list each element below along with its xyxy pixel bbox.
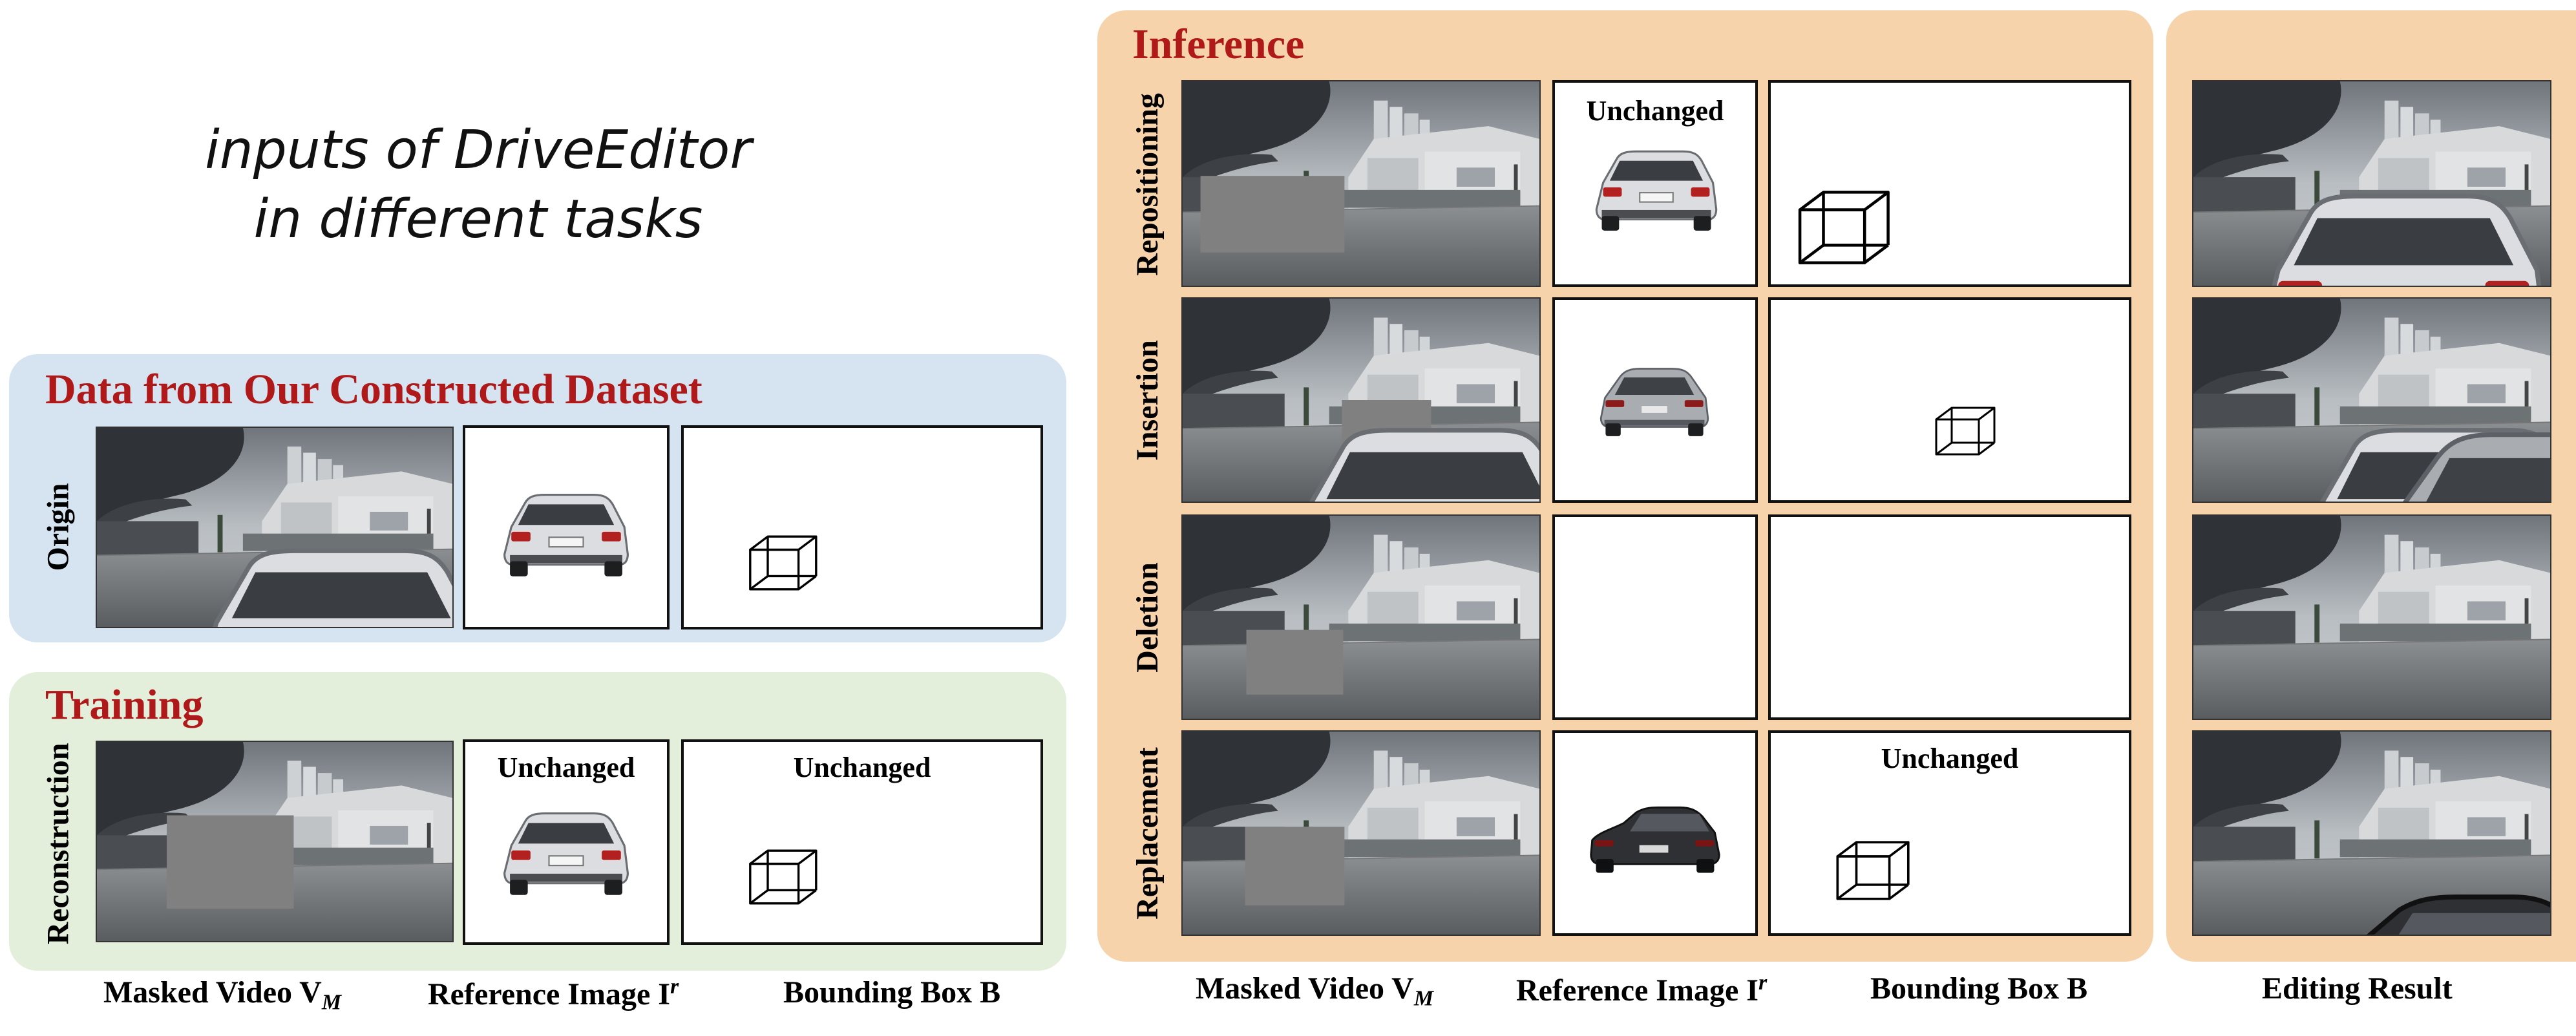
caption-editing-result: Editing Result [2262, 971, 2453, 1006]
repositioning-bounding-box [1768, 80, 2131, 287]
reconstruction-ref-label: Unchanged [497, 752, 635, 783]
inference-panel-title: Inference [1132, 21, 1305, 68]
reconstruction-masked-video [96, 741, 454, 942]
insertion-bounding-box [1768, 297, 2131, 503]
intro-text: inputs of DriveEditor in different tasks [155, 116, 801, 254]
reconstruction-reference-image: Unchanged [463, 739, 670, 945]
replacement-bounding-box: Unchanged [1768, 730, 2131, 936]
repositioning-masked-video [1181, 80, 1541, 287]
deletion-bounding-box [1768, 514, 2131, 720]
origin-row-label: Origin [41, 482, 76, 571]
caption-bounding-box-left: Bounding Box B [783, 975, 1001, 1010]
deletion-reference-image [1552, 514, 1758, 720]
origin-reference-image [463, 425, 670, 629]
repositioning-row-label: Repositioning [1130, 92, 1165, 276]
repositioning-ref-label: Unchanged [1586, 95, 1724, 127]
caption-masked-video-right: Masked Video VM [1196, 971, 1434, 1011]
training-panel-title: Training [45, 681, 204, 728]
deletion-row-label: Deletion [1130, 562, 1165, 673]
insertion-row-label: Insertion [1130, 339, 1165, 461]
replacement-bbox-label: Unchanged [1881, 743, 2019, 774]
insertion-reference-image [1552, 297, 1758, 503]
result-repositioning-frame [2192, 80, 2551, 287]
result-replacement-frame [2192, 730, 2551, 936]
reconstruction-row-label: Reconstruction [41, 743, 76, 944]
intro-line-1: inputs of DriveEditor [204, 120, 752, 181]
deletion-masked-video [1181, 514, 1541, 720]
replacement-reference-image [1552, 730, 1758, 936]
reconstruction-bounding-box: Unchanged [681, 739, 1043, 945]
caption-bounding-box-right: Bounding Box B [1870, 971, 2088, 1006]
dataset-panel-title: Data from Our Constructed Dataset [45, 366, 702, 413]
insertion-masked-video [1181, 297, 1541, 503]
origin-video-frame [96, 427, 454, 628]
result-deletion-frame [2192, 514, 2551, 720]
caption-reference-image-left: Reference Image Ir [428, 975, 679, 1011]
replacement-masked-video [1181, 730, 1541, 936]
caption-reference-image-right: Reference Image Ir [1516, 971, 1768, 1008]
origin-bounding-box [681, 425, 1043, 629]
reconstruction-bbox-label: Unchanged [793, 752, 931, 783]
intro-line-2: in different tasks [253, 188, 703, 250]
replacement-row-label: Replacement [1130, 746, 1165, 920]
repositioning-reference-image: Unchanged [1552, 80, 1758, 287]
caption-masked-video-left: Masked Video VM [103, 975, 342, 1015]
result-insertion-frame [2192, 297, 2551, 503]
